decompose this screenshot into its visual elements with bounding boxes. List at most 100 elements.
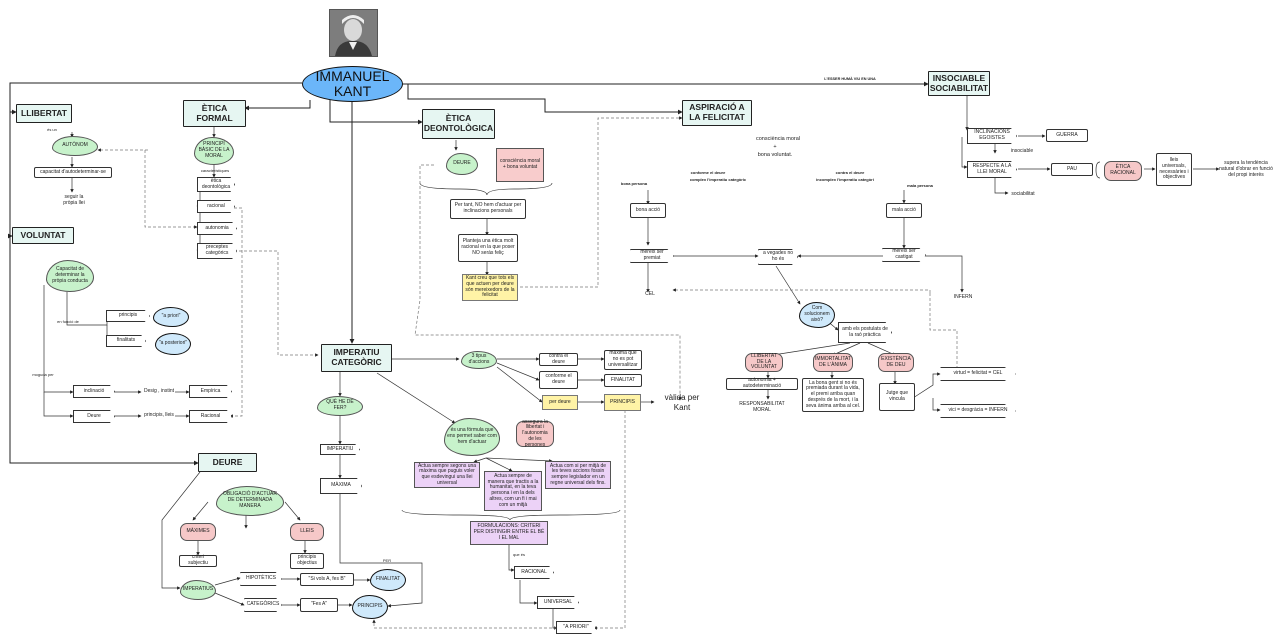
a-priori-tag: "A PRIORI" xyxy=(556,621,596,634)
consciencia-moral-label: consciència moral xyxy=(755,136,801,143)
conforme-el-deure-box: conforme el deure xyxy=(539,371,578,389)
consciencia-bona-voluntat-box: consciència moral + bona voluntat xyxy=(496,148,544,182)
bona-accio-box: bona acció xyxy=(630,203,666,218)
autonomia-auto-box: autonomia + autodeterminació xyxy=(726,377,798,390)
pau-box: PAU xyxy=(1051,163,1093,176)
finalitats-tag: finalitats xyxy=(106,335,146,347)
desig-instint-label: Desig , instint xyxy=(143,387,174,394)
imperatiu-tag: IMPERATIU xyxy=(320,444,360,455)
etica-deontologica-header: ÈTICA DEONTOLÒGICA xyxy=(422,109,495,139)
principis-objectius-box: principis objectius xyxy=(290,553,324,569)
inclinacions-egoistes-tag: INCLINACIONS EGOISTES xyxy=(967,128,1017,144)
principis-tag: principis xyxy=(106,310,150,322)
esser-huma-label: L'ESSER HUMÀ VIU EN UNA xyxy=(824,77,876,82)
es-formula-cloud: és una fórmula que ens permet saber com … xyxy=(444,418,500,456)
deure-header: DEURE xyxy=(198,453,257,472)
insociable-label: insociable xyxy=(1010,148,1034,155)
kant-creu-box: Kant creu que tots els que actuen per de… xyxy=(462,274,518,301)
que-he-de-fer-cloud: QUÈ HE DE FER? xyxy=(317,396,363,416)
mala-persona-label: mala persona xyxy=(907,182,933,188)
complex-imperatiu-label: complex l'imperatiu categòric xyxy=(689,176,747,182)
hipotetics-tag: HIPOTÈTICS xyxy=(240,572,282,586)
insociable-header: INSOCIABLE SOCIABILITAT xyxy=(928,71,990,96)
cel-label: CEL xyxy=(645,291,655,298)
immortalitat-box: IMMORTALITAT DE L'ÀNIMA xyxy=(813,353,853,372)
actua-legislador-box: Actua com si per mitjà de les teves acci… xyxy=(545,461,611,489)
deure-tag: Deure xyxy=(73,410,115,423)
obligacio-cloud: OBLIGACIÓ D'ACTUAR DE DETERMINADA MANERA xyxy=(216,486,284,516)
guerra-box: GUERRA xyxy=(1046,129,1088,142)
imperatius-cloud: IMPERATIUS xyxy=(180,580,216,600)
planteja-box: Planteja una ètica molt racional en la q… xyxy=(458,234,518,262)
llibertat-voluntat-box: LLIBERTAT DE LA VOLUNTAT xyxy=(745,353,783,372)
bona-gent-box: La bona gent si no és premiada durant la… xyxy=(802,378,864,412)
universal-tag: UNIVERSAL xyxy=(537,596,579,609)
contra-el-deure-box: contra el deure xyxy=(539,353,578,366)
mereix-premiat-tag: mereix ser premiat xyxy=(630,249,674,263)
com-solucionem-cloud: Com solucionem això? xyxy=(799,302,835,328)
capacitat-determinar-cloud: Capacitat de determinar la pròpia conduc… xyxy=(46,260,94,292)
conforme-deure-label: conforme el deure xyxy=(690,169,726,175)
amb-postulats-tag: amb els postulats de la raó pràctica xyxy=(838,322,892,343)
capacitat-autodeterminar-box: capacitat d'autodeterminar-se xyxy=(34,167,112,178)
per-label: PER xyxy=(382,558,392,564)
vici-tag: vici = desgràcia = INFERN xyxy=(940,404,1016,418)
per-deure-box: per deure xyxy=(542,395,578,410)
actua-maxima-box: Actua sempre segons una màxima que pugui… xyxy=(414,462,480,488)
imperatiu-categoric-header: IMPERATIU CATEGÒRIC xyxy=(321,344,392,372)
maximes-box: MÀXIMES xyxy=(180,523,216,541)
lleis-universals-box: lleis universals, necessàries i objectiv… xyxy=(1156,153,1192,186)
autonom-cloud: AUTÒNOM xyxy=(52,136,98,156)
que-es-label: que és xyxy=(512,552,525,558)
assegura-box: assegura la llibertat i l'autonomia de l… xyxy=(516,419,554,448)
a-priori-cloud: "a priori" xyxy=(153,307,189,327)
voluntat-header: VOLUNTAT xyxy=(12,227,74,244)
tres-tipus-cloud: 3 tipus d'accions xyxy=(461,351,497,369)
mereix-castigat-tag: mereix ser castigat xyxy=(882,248,926,262)
lleis-box: LLEIS xyxy=(290,523,324,541)
principis-lleis-label: principis, lleis xyxy=(144,411,174,418)
plus-label: + xyxy=(773,143,777,150)
aspiracio-header: ASPIRACIÓ A LA FELICITAT xyxy=(682,100,752,126)
etica-deontologica-tag: ètica deontològica xyxy=(197,177,235,192)
etica-formal-header: ÈTICA FORMAL xyxy=(183,100,246,127)
formulacions-box: FORMULACIONS: CRITERI PER DISTINGIR ENTR… xyxy=(470,521,548,545)
principi-basic-cloud: PRINCIPI BÀSIC DE LA MORAL xyxy=(194,137,234,165)
jutge-box: Jutge que vincula xyxy=(879,383,915,411)
inclinacio-tag: inclinació xyxy=(73,385,115,398)
racional-tag: Racional xyxy=(189,410,232,423)
moguda-per-label: moguda per xyxy=(32,371,54,377)
fes-a-box: "Fes A" xyxy=(300,598,338,612)
per-tant-box: Per tant, NO hem d'actuar per inclinacio… xyxy=(450,199,526,219)
etica-racional-box: ÈTICA RACIONAL xyxy=(1104,161,1142,181)
racional-tag-c: RACIONAL xyxy=(514,566,554,579)
contra-deure-label: contra el deure xyxy=(835,169,865,175)
empirica-tag: Empírica xyxy=(189,385,232,398)
respecte-llei-tag: RESPECTE A LA LLEI MORAL xyxy=(967,161,1017,178)
maxima-tag: MÀXIMA xyxy=(320,478,362,494)
bona-persona-label: bona persona xyxy=(620,180,648,186)
deure-cloud: DEURE xyxy=(446,153,478,175)
autonomia-tag: autonomia xyxy=(197,222,237,235)
actua-humanitat-box: Actua sempre de manera que tractis a la … xyxy=(484,471,542,511)
responsabilitat-label: RESPONSABILITAT MORAL xyxy=(739,400,785,413)
a-vegades-tag: a vegades no ho és xyxy=(758,249,798,265)
es-un-label: és un xyxy=(47,126,57,132)
llibertat-header: LLIBERTAT xyxy=(16,104,72,123)
caracteristiques-label: característiques xyxy=(200,167,230,173)
principis-box: PRINCIPIS xyxy=(604,394,641,411)
infern-label: INFERN xyxy=(953,294,973,301)
en-funcio-de-label: en funció de xyxy=(57,318,79,324)
virtut-tag: virtud = felicitat = CEL xyxy=(940,367,1016,381)
finalitat-box: FINALITAT xyxy=(604,374,642,387)
existencia-deu-box: EXISTÈNCIA DE DEU xyxy=(878,353,914,372)
principis-cloud: PRINCIPIS xyxy=(352,595,388,619)
finalitat-cloud: FINALITAT xyxy=(370,569,406,591)
seguir-propia-llei-label: seguir la pròpia llei xyxy=(63,193,85,206)
criteri-subjectiu-box: criteri subjectiu xyxy=(179,554,217,567)
preceptes-tag: preceptes categòrics xyxy=(197,243,237,259)
portrait-image xyxy=(330,10,377,56)
racional-formal-tag: racional xyxy=(197,200,235,213)
